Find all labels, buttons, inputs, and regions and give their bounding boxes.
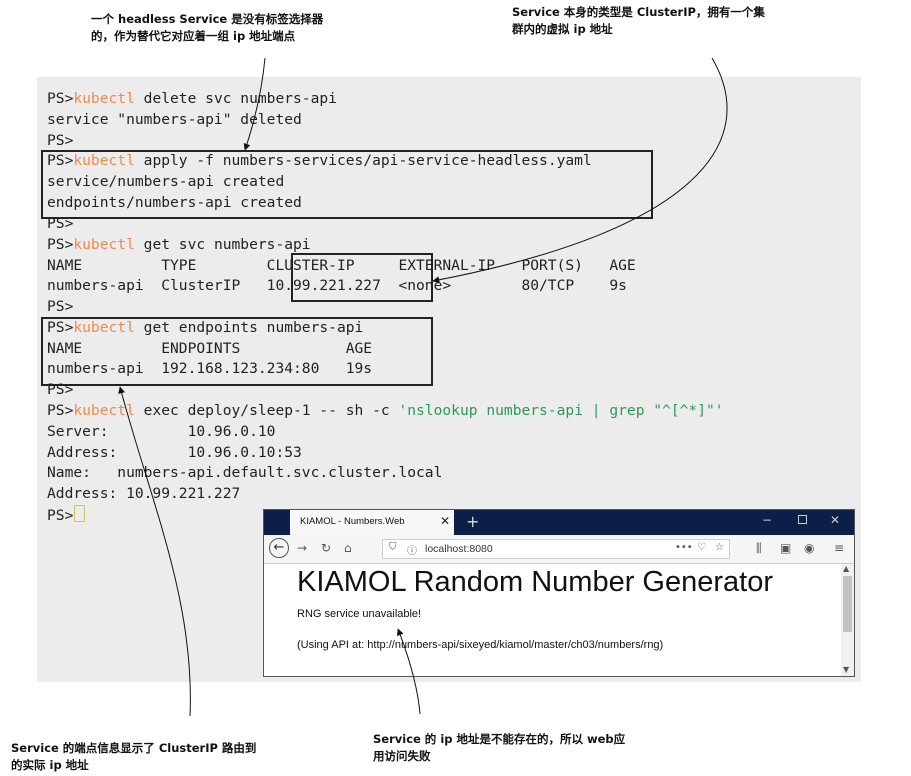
leader-line-endpoints	[118, 386, 191, 717]
home-icon[interactable]: ⌂	[344, 541, 352, 555]
terminal-line: PS>	[47, 132, 74, 149]
page-actions-icon[interactable]: •••	[675, 542, 693, 553]
bookmark-star-icon[interactable]: ☆	[715, 542, 724, 553]
terminal-line: PS>kubectl delete svc numbers-api	[47, 90, 337, 107]
terminal-line: service "numbers-api" deleted	[47, 111, 302, 128]
scroll-down-icon[interactable]: ▼	[843, 665, 850, 674]
scroll-up-icon[interactable]: ▲	[843, 564, 850, 573]
terminal-line: Address: 10.96.0.10:53	[47, 444, 302, 461]
terminal-line: endpoints/numbers-api created	[47, 194, 302, 211]
pocket-icon[interactable]: ♡	[697, 542, 706, 553]
terminal-line: Address: 10.99.221.227	[47, 485, 241, 502]
terminal-line: Name: numbers-api.default.svc.cluster.lo…	[47, 464, 443, 481]
library-icon[interactable]: ⫼	[756, 541, 762, 555]
minimize-icon[interactable]: −	[762, 513, 773, 527]
page-heading: KIAMOL Random Number Generator	[297, 566, 774, 598]
browser-titlebar: KIAMOL - Numbers.Web ✕ + − ✕	[264, 510, 854, 535]
terminal-line: numbers-api 192.168.123.234:80 19s	[47, 360, 373, 377]
terminal-line: PS>kubectl get endpoints numbers-api	[47, 319, 364, 336]
tab-title: KIAMOL - Numbers.Web	[300, 516, 405, 527]
terminal-prompt-line[interactable]: PS>	[47, 505, 86, 527]
callout-endpoints-info: Service 的端点信息显示了 ClusterIP 路由到 的实际 ip 地址	[11, 740, 256, 774]
terminal-line: PS>kubectl exec deploy/sleep-1 -- sh -c …	[47, 402, 724, 419]
info-icon[interactable]: ⓘ	[407, 546, 417, 557]
callout-line: 用访问失败	[373, 749, 431, 763]
menu-icon[interactable]: ≡	[834, 541, 845, 555]
highlight-apply-block	[41, 150, 653, 219]
terminal-line: NAME ENDPOINTS AGE	[47, 340, 373, 357]
callout-web-failure: Service 的 ip 地址是不能存在的，所以 web应 用访问失败	[373, 731, 625, 765]
page-content: KIAMOL Random Number Generator RNG servi…	[264, 564, 842, 676]
vertical-scrollbar[interactable]: ▲ ▼	[841, 564, 854, 676]
callout-clusterip-type: Service 本身的类型是 ClusterIP，拥有一个集 群内的虚拟 ip …	[512, 4, 765, 38]
sidebar-icon[interactable]: ▣	[780, 541, 792, 555]
tracking-shield-icon[interactable]: ⛉	[389, 542, 397, 553]
callout-line: 的实际 ip 地址	[11, 758, 89, 772]
reload-icon[interactable]: ↻	[321, 541, 332, 555]
terminal-line: NAME TYPE CLUSTER-IP EXTERNAL-IP PORT(S)…	[47, 257, 636, 274]
url-text[interactable]: localhost:8080	[425, 543, 493, 555]
back-arrow-icon[interactable]: ←	[269, 538, 289, 558]
forward-arrow-icon[interactable]: →	[297, 541, 308, 555]
new-tab-icon[interactable]: +	[466, 512, 480, 531]
leader-line-web-failure	[397, 628, 421, 715]
close-tab-icon[interactable]: ✕	[440, 514, 451, 528]
callout-headless-service: 一个 headless Service 是没有标签选择器 的，作为替代它对应着一…	[91, 11, 323, 45]
text-cursor	[74, 505, 86, 522]
rng-status-text: RNG service unavailable!	[297, 608, 422, 620]
account-icon[interactable]: ◉	[804, 541, 815, 555]
terminal-line: service/numbers-api created	[47, 173, 285, 190]
leader-line-headless	[243, 57, 266, 151]
terminal-line: PS>	[47, 215, 74, 232]
browser-tab[interactable]: KIAMOL - Numbers.Web ✕	[290, 510, 454, 535]
maximize-icon[interactable]	[798, 515, 807, 524]
callout-line: Service 本身的类型是 ClusterIP，拥有一个集	[512, 5, 765, 19]
terminal-line: numbers-api ClusterIP 10.99.221.227 <non…	[47, 277, 627, 294]
callout-line: Service 的端点信息显示了 ClusterIP 路由到	[11, 741, 257, 755]
terminal-line: PS>kubectl get svc numbers-api	[47, 236, 311, 253]
highlight-endpoints-block	[41, 317, 433, 386]
callout-line: 的，作为替代它对应着一组 ip 地址端点	[91, 29, 296, 43]
callout-line: 群内的虚拟 ip 地址	[512, 22, 613, 36]
url-bar[interactable]: ⛉ ⓘ localhost:8080 ••• ♡ ☆	[382, 539, 730, 559]
leader-line-clusterip	[432, 57, 728, 284]
browser-navbar: ← → ↻ ⌂ ⛉ ⓘ localhost:8080 ••• ♡ ☆ ⫼ ▣ ◉…	[264, 535, 854, 564]
scroll-thumb[interactable]	[843, 576, 852, 632]
browser-window[interactable]: KIAMOL - Numbers.Web ✕ + − ✕ ← → ↻ ⌂ ⛉ ⓘ…	[263, 509, 855, 677]
api-url-text: (Using API at: http://numbers-api/sixeye…	[297, 639, 664, 651]
callout-line: Service 的 ip 地址是不能存在的，所以 web应	[373, 732, 626, 746]
terminal-line: PS>kubectl apply -f numbers-services/api…	[47, 152, 592, 169]
callout-line: 一个 headless Service 是没有标签选择器	[91, 12, 324, 26]
terminal-line: Server: 10.96.0.10	[47, 423, 276, 440]
terminal-line: PS>	[47, 298, 74, 315]
window-close-icon[interactable]: ✕	[830, 513, 841, 527]
highlight-cluster-ip	[291, 253, 433, 302]
